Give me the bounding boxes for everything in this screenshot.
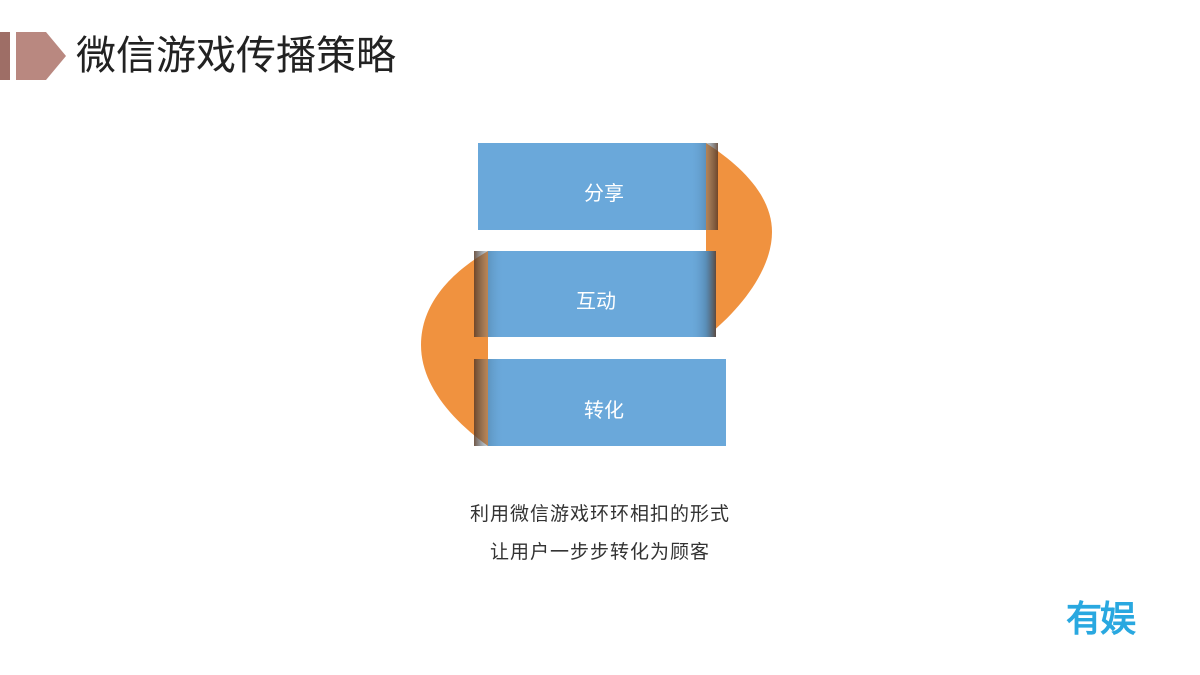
title-marker-arrow bbox=[16, 32, 66, 80]
brand-logo: 有娱 bbox=[1065, 599, 1136, 640]
step-block-share bbox=[478, 143, 706, 230]
connector-right bbox=[706, 143, 772, 337]
page-title: 微信游戏传播策略 bbox=[76, 33, 396, 79]
caption-line-1: 利用微信游戏环环相扣的形式 bbox=[469, 503, 730, 525]
step-block-interact-shade-left bbox=[474, 251, 504, 337]
step-block-share-shade bbox=[690, 143, 718, 230]
step-block-convert bbox=[488, 359, 726, 446]
step-label-share: 分享 bbox=[584, 181, 624, 205]
step-block-convert-shade bbox=[474, 359, 504, 446]
caption-line-2: 让用户一步步转化为顾客 bbox=[489, 541, 710, 563]
title-marker-bar bbox=[0, 32, 10, 80]
step-label-interact: 互动 bbox=[576, 289, 616, 313]
step-label-convert: 转化 bbox=[584, 398, 624, 422]
step-block-interact-shade-right bbox=[690, 251, 716, 337]
step-block-interact bbox=[488, 251, 716, 337]
connector-left bbox=[421, 251, 488, 446]
title-marker-icon bbox=[0, 32, 66, 80]
